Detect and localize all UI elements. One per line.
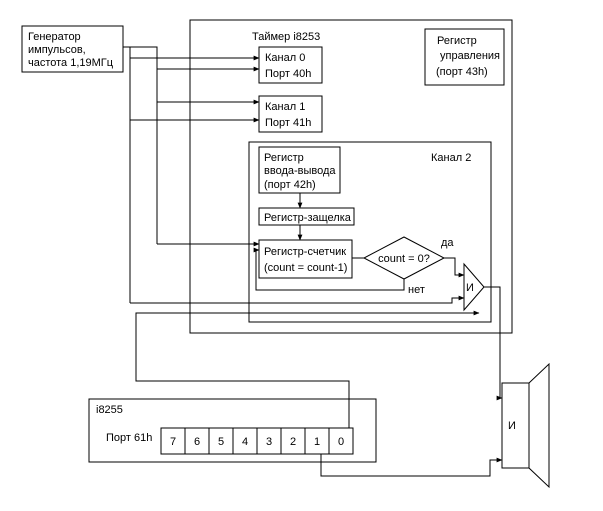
control-line-3: (порт 43h): [436, 66, 488, 78]
port-61h-label: Порт 61h: [106, 432, 152, 444]
no-label: нет: [408, 284, 425, 296]
bit-label: 2: [290, 436, 296, 448]
channel-2-and-gate: И: [463, 262, 485, 312]
channel-0-line-1: Канал 0: [265, 52, 305, 64]
latch-register-box: Регистр-защелка: [258, 207, 355, 226]
bit-label: 6: [194, 436, 200, 448]
bit-label: 5: [218, 436, 224, 448]
channel-1-line-1: Канал 1: [265, 101, 305, 113]
channel-0-line-2: Порт 40h: [265, 68, 311, 80]
channel-2-title: Канал 2: [431, 152, 471, 164]
io-register-line-1: Регистр: [264, 152, 304, 164]
channel-0-box: Канал 0 Порт 40h: [258, 46, 323, 84]
channel-2-gate-label: И: [466, 282, 474, 294]
bit-cell: [160, 427, 186, 455]
bit-cell: [304, 427, 330, 455]
speaker-gate-label: И: [508, 420, 516, 432]
counter-line-1: Регистр-счетчик: [264, 246, 346, 258]
generator-box: Генератор импульсов, частота 1,19МГц: [21, 25, 124, 73]
generator-line-1: Генератор: [28, 31, 81, 43]
condition-label: count = 0?: [378, 253, 430, 265]
counter-line-2: (count = count-1): [264, 262, 347, 274]
ppi-title: i8255: [96, 404, 123, 416]
io-register-line-3: (порт 42h): [264, 179, 316, 191]
latch-register-label: Регистр-защелка: [264, 212, 352, 224]
channel-1-box: Канал 1 Порт 41h: [258, 95, 323, 133]
connection-lines: [123, 46, 503, 477]
bit-label: 0: [338, 436, 344, 448]
bit-cell: [256, 427, 282, 455]
bit-label: 1: [314, 436, 320, 448]
counter-register-box: Регистр-счетчик (count = count-1): [258, 239, 353, 279]
speaker: И: [501, 362, 550, 489]
yes-label: да: [441, 237, 454, 249]
bit-label: 3: [266, 436, 272, 448]
bit-label: 7: [170, 436, 176, 448]
condition-diamond: count = 0?: [362, 236, 446, 280]
io-register-box: Регистр ввода-вывода (порт 42h): [258, 146, 341, 194]
timer-title: Таймер i8253: [252, 31, 320, 43]
control-line-1: Регистр: [437, 35, 477, 47]
channel-1-line-2: Порт 41h: [265, 117, 311, 129]
generator-line-2: импульсов,: [28, 44, 86, 56]
control-line-2: управления: [440, 50, 500, 62]
bit-cell: [328, 427, 354, 455]
bit-cell: [280, 427, 306, 455]
bit-cell: [208, 427, 234, 455]
io-register-line-2: ввода-вывода: [264, 165, 336, 177]
port-61h-bit-cells: 7 6 5 4 3 2 1 0: [160, 427, 354, 455]
bit-label: 4: [242, 436, 248, 448]
control-register-box: Регистр управления (порт 43h): [424, 28, 505, 86]
generator-line-3: частота 1,19МГц: [28, 57, 114, 69]
bit-cell: [232, 427, 258, 455]
